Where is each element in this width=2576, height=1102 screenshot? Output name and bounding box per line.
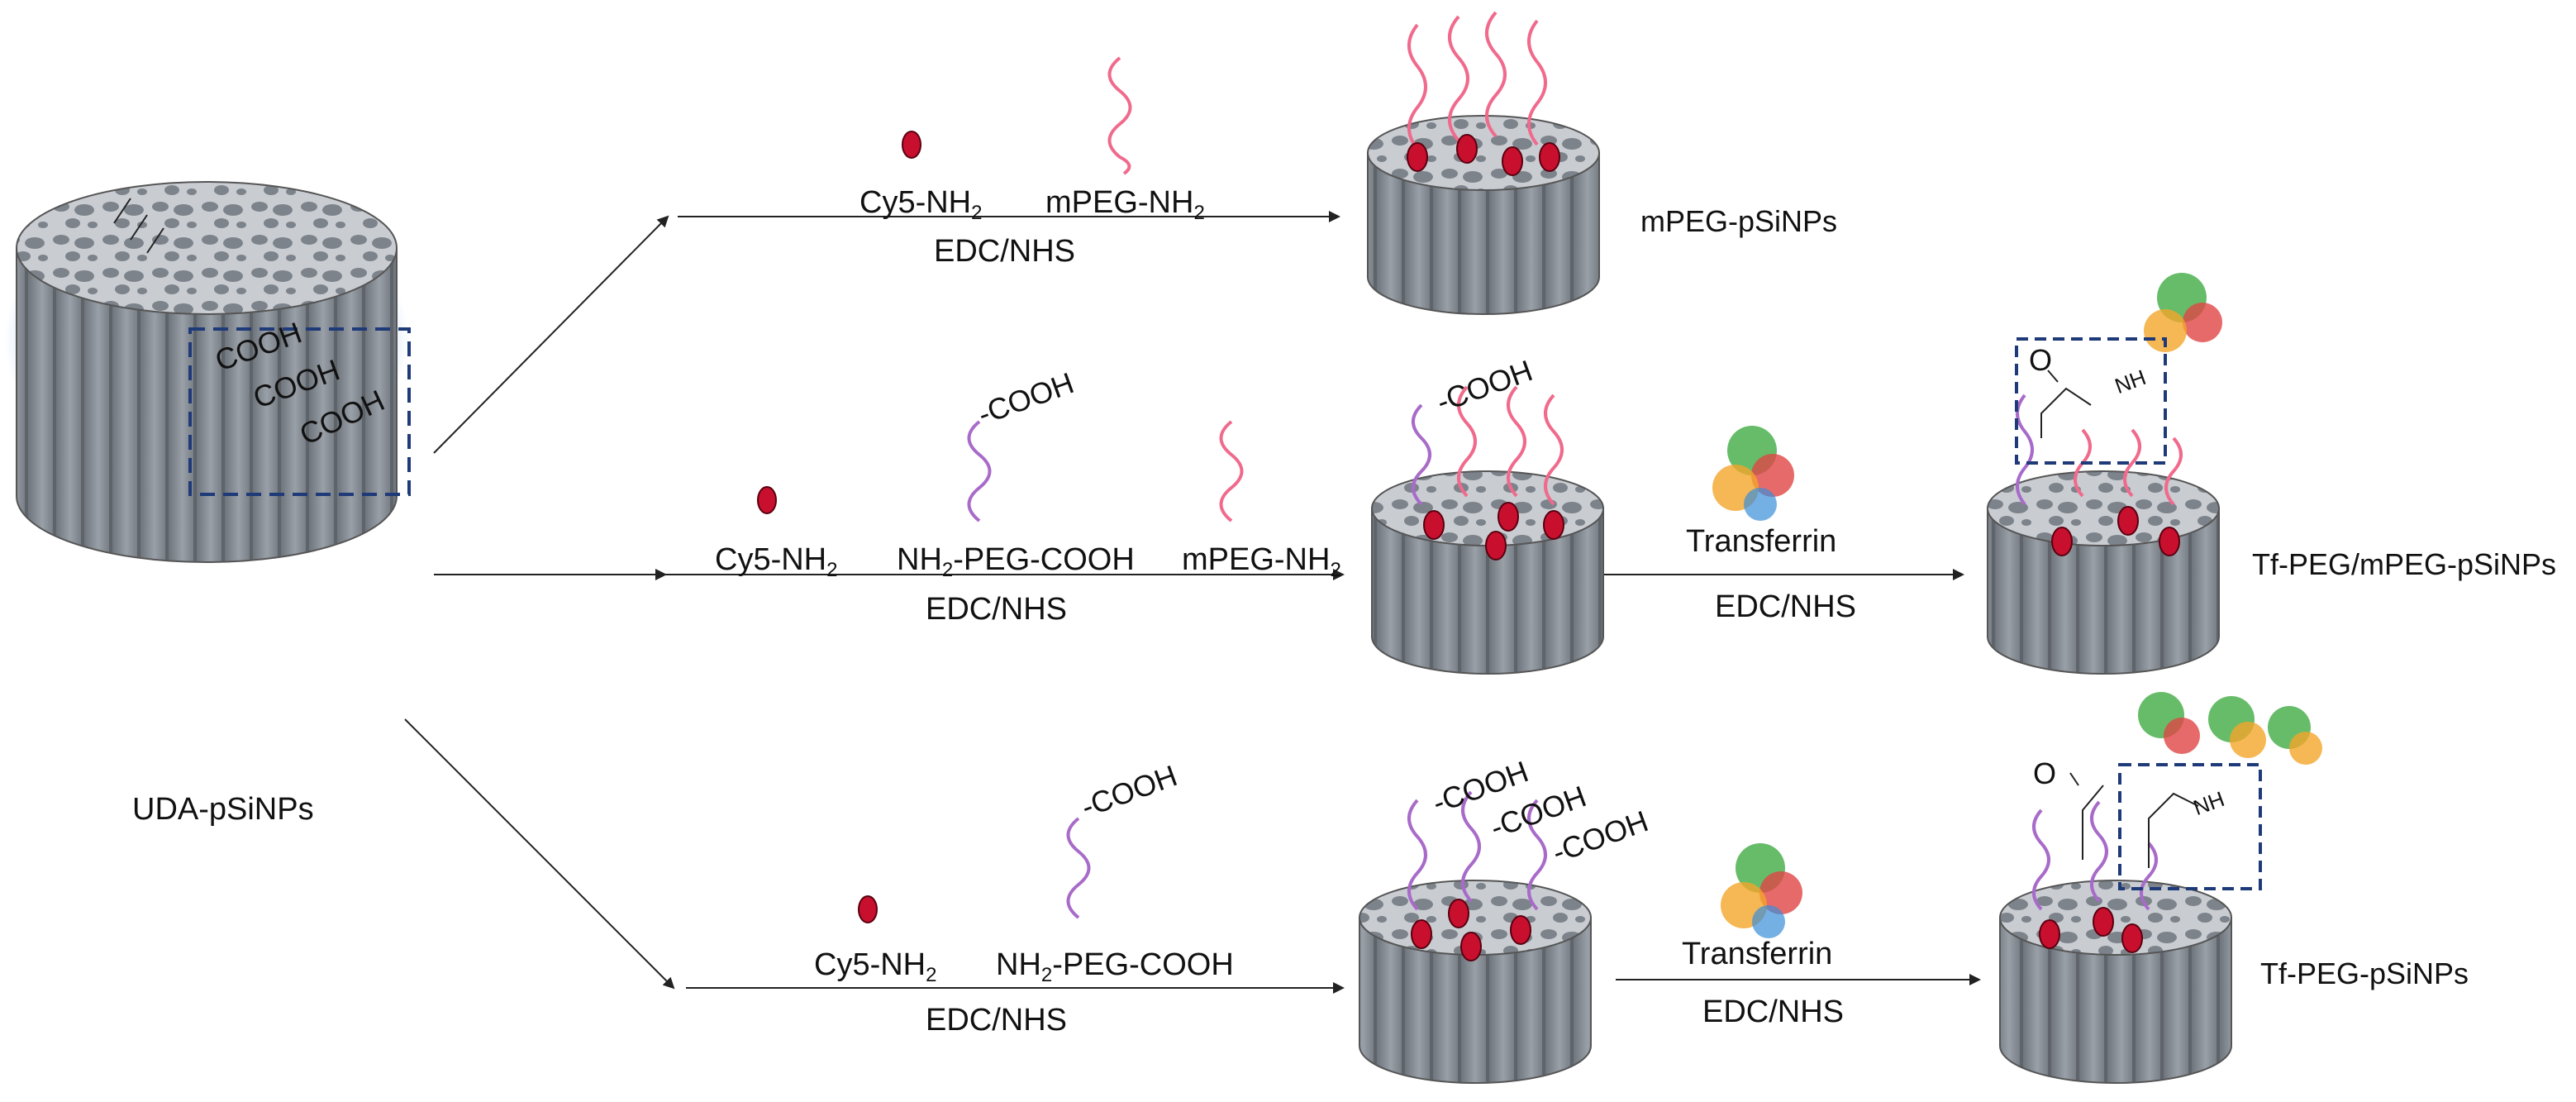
amide-o-label-row3: O xyxy=(2033,756,2057,790)
row3-peg-cooh-chains xyxy=(1407,790,1547,911)
row3final-peg-chains xyxy=(2032,800,2158,911)
peg-cooh-chain-icon-row3 xyxy=(1066,817,1091,919)
particle-top xyxy=(16,181,398,315)
edc-nhs-label-row2: EDC/NHS xyxy=(926,592,1068,627)
cy5-dye-icon-row3 xyxy=(858,895,878,923)
transferrin-icon-row3 xyxy=(1721,843,1802,938)
arrow-to-row1 xyxy=(433,215,669,454)
amide-linkage-row3 xyxy=(2069,763,2262,890)
product-tf-peg-mpeg-psinps: Tf-PEG/mPEG-pSiNPs xyxy=(2252,547,2557,581)
uda-psinp-particle xyxy=(4,181,411,563)
particle-row1 xyxy=(1367,115,1600,315)
product-particles xyxy=(1359,115,2232,1084)
transferrin-icon-row2 xyxy=(1712,426,1794,521)
transferrin-label-row3: Transferrin xyxy=(1682,937,1833,971)
reaction-arrows xyxy=(404,211,1981,994)
label-uda-psinps: UDA-pSiNPs xyxy=(132,792,314,827)
cy5-nh2-label: Cy5-NH2 xyxy=(859,185,983,224)
row2final-peg-chains xyxy=(2016,394,2034,506)
mpeg-nh2-label-row2: mPEG-NH2 xyxy=(1182,542,1341,581)
amide-linkage-row2 xyxy=(2015,337,2167,465)
edc-nhs-label-row2-tf: EDC/NHS xyxy=(1715,589,1857,624)
arrow-to-row3 xyxy=(404,718,675,990)
surface-chains xyxy=(1407,11,2183,911)
cy5-dye-icon-row2 xyxy=(757,486,777,514)
edc-nhs-label-row3-tf: EDC/NHS xyxy=(1702,995,1845,1029)
mpeg-chain-icon xyxy=(1107,56,1132,175)
cy5-dye-icon xyxy=(902,131,921,159)
transferrin-label-row2: Transferrin xyxy=(1686,524,1837,559)
peg-cooh-chain-icon xyxy=(967,420,992,522)
mpeg-nh2-label: mPEG-NH2 xyxy=(1045,185,1205,224)
product-mpeg-psinps: mPEG-pSiNPs xyxy=(1640,204,1838,238)
cooh-highlight-box xyxy=(188,327,411,496)
nh2-peg-cooh-label-row3: NH2-PEG-COOH xyxy=(996,947,1234,986)
conjugated-transferrin-row2 xyxy=(2144,273,2222,352)
row2-mpeg-chains xyxy=(1457,385,1564,506)
particle-side xyxy=(16,247,398,563)
cy5-nh2-label-row2: Cy5-NH2 xyxy=(715,542,838,581)
particle-row3 xyxy=(1359,880,1592,1084)
cy5-nh2-label-row3: Cy5-NH2 xyxy=(814,947,937,986)
amide-o-label-row2: O xyxy=(2029,343,2053,377)
product-tf-peg-psinps: Tf-PEG-pSiNPs xyxy=(2260,956,2469,990)
row2-peg-cooh-chains xyxy=(1412,403,1431,506)
cooh-bonds xyxy=(113,198,164,254)
nh2-peg-cooh-label: NH2-PEG-COOH xyxy=(897,542,1135,581)
surface-dyes xyxy=(1407,134,2180,961)
edc-nhs-label-row3: EDC/NHS xyxy=(926,1003,1068,1038)
mpeg-chain-icon-row2 xyxy=(1219,420,1244,522)
reagent-icons xyxy=(757,56,1244,923)
particle-row3-final xyxy=(1999,880,2232,1084)
edc-nhs-label-row1: EDC/NHS xyxy=(934,234,1076,269)
row1-mpeg-chains xyxy=(1407,11,1547,150)
conjugated-transferrin-row3 xyxy=(2138,692,2322,765)
particle-row2 xyxy=(1371,470,1604,675)
